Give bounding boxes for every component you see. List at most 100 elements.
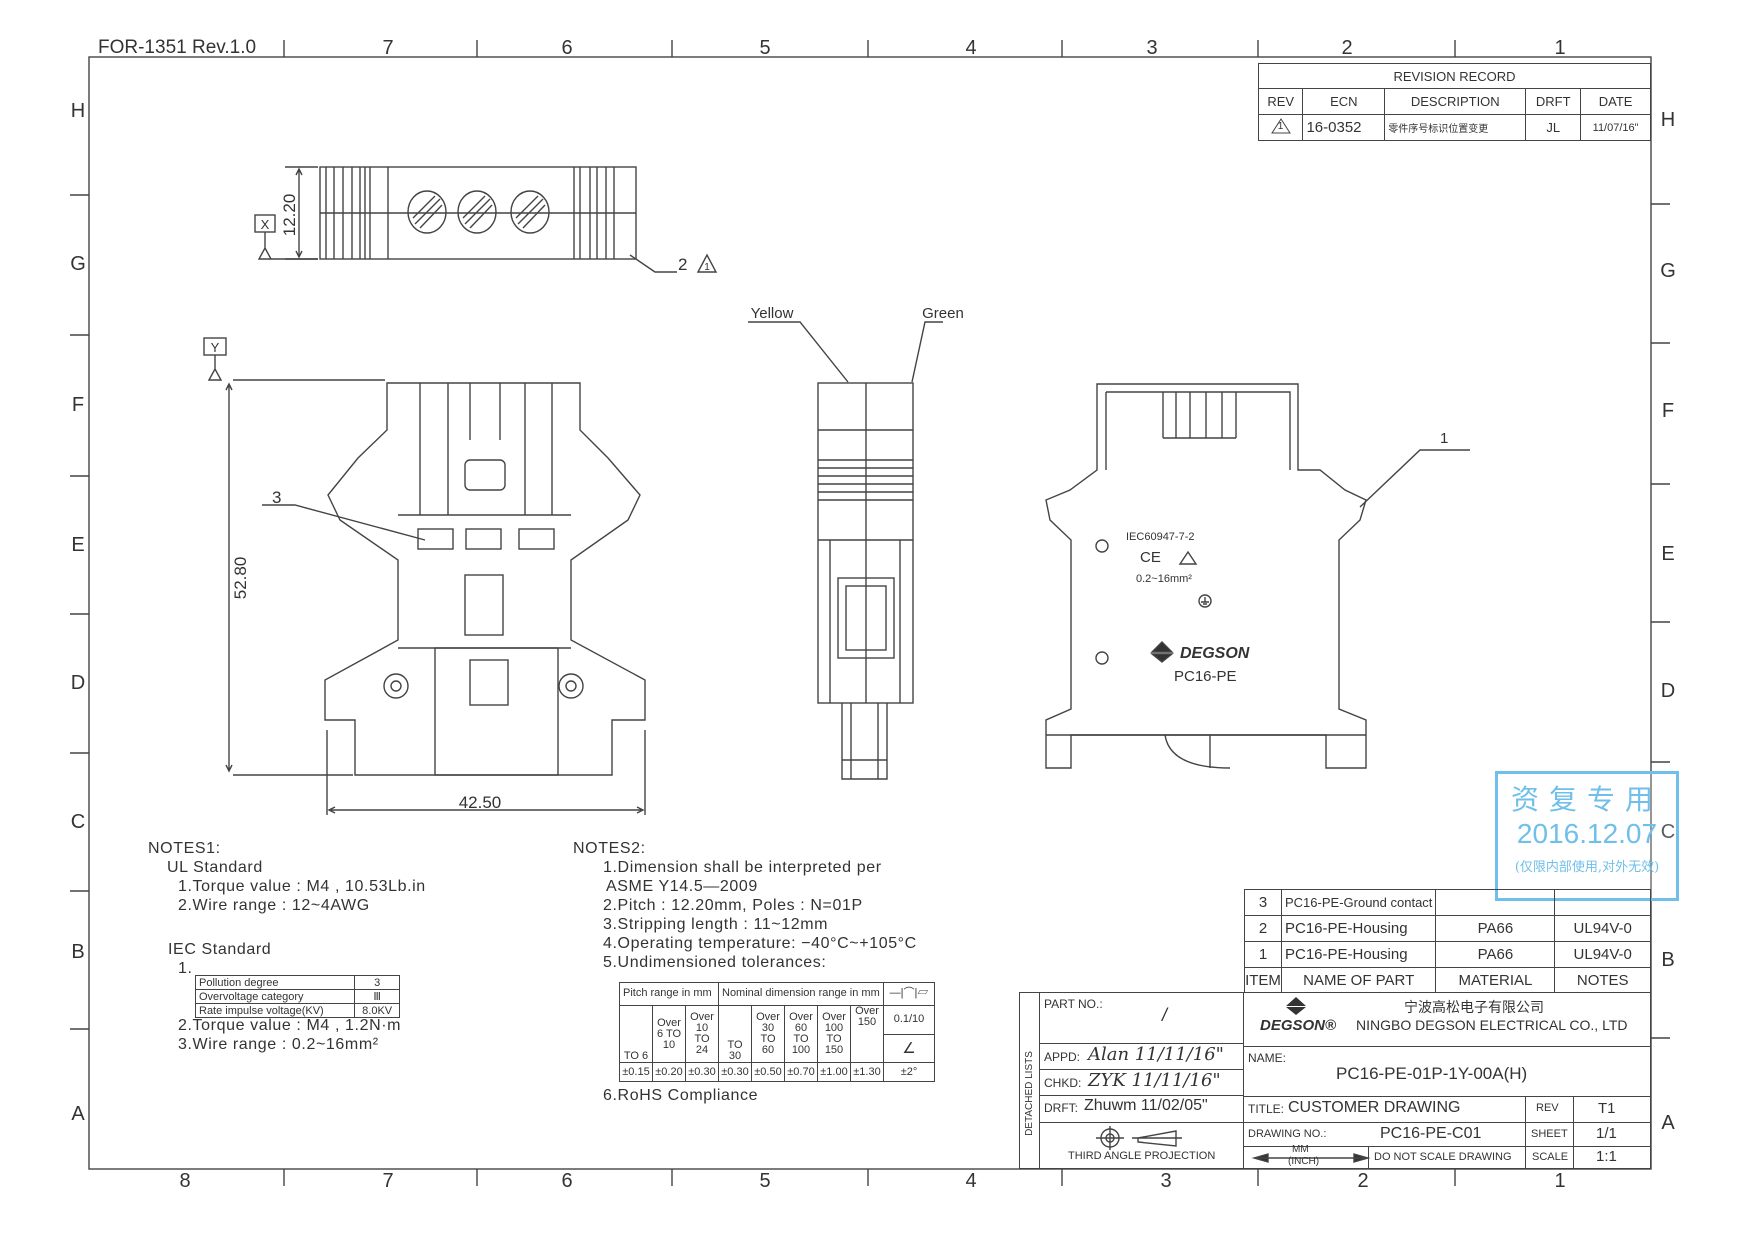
zone-col-bottom: 3 <box>1160 1170 1171 1192</box>
rev-label: REV <box>1536 1102 1559 1114</box>
zone-col-bottom: 2 <box>1357 1170 1368 1192</box>
detached-lists-label: DETACHED LISTS <box>1024 1051 1035 1136</box>
bom-notes <box>1554 889 1651 916</box>
bom-header-material: MATERIAL <box>1435 967 1556 993</box>
straightness-symbol: — <box>889 987 901 1000</box>
tolerance-cell: ±0.20 <box>652 1062 686 1082</box>
chkd-signature: ZYK 11/11/16" <box>1088 1070 1221 1091</box>
ul-note: 1.Torque value : M4 , 10.53Lb.in <box>178 878 426 895</box>
revision-number: 1 <box>1277 121 1284 132</box>
range-cell: Over 150 <box>850 1004 884 1064</box>
wire-label-green: Green <box>922 305 964 322</box>
iec-value: 8.0KV <box>354 1003 400 1018</box>
name-label: NAME: <box>1248 1051 1287 1065</box>
range-cell: Over 100 TO 150 <box>817 1004 851 1064</box>
bom-notes: UL94V-0 <box>1554 941 1651 968</box>
tolerance-cell: ±0.50 <box>751 1062 785 1082</box>
drawing-no-value: PC16-PE-C01 <box>1380 1125 1482 1142</box>
ul-note: 2.Wire range : 12~4AWG <box>178 897 370 914</box>
sheet-label: SHEET <box>1531 1128 1568 1140</box>
rev-header: REV <box>1257 88 1304 115</box>
zone-col-top: 1 <box>1554 37 1565 59</box>
angle-tolerance: ±2° <box>883 1062 935 1082</box>
appd-signature: Alan 11/11/16" <box>1088 1044 1224 1065</box>
dim-42-50: 42.50 <box>459 793 502 812</box>
sheet-value: 1/1 <box>1596 1125 1617 1142</box>
ul-standard-heading: UL Standard <box>167 859 263 876</box>
bom-name: PC16-PE-Ground contact <box>1280 889 1437 916</box>
callout-1: 1 <box>1440 430 1448 447</box>
range-cell: Over 60 TO 100 <box>784 1004 818 1064</box>
revision-row: 1 16-0352 零件序号标识位置变更 JL 11/07/16" <box>1257 114 1651 141</box>
zone-row-left: G <box>70 253 86 275</box>
zone-row-right: C <box>1661 821 1675 843</box>
iec-param: Rate impulse voltage(KV) <box>194 1003 356 1018</box>
zone-row-left: H <box>71 100 85 122</box>
note2-item: 2.Pitch : 12.20mm, Poles : N=01P <box>603 897 863 914</box>
scale-label: SCALE <box>1532 1151 1569 1163</box>
angle-symbol: ∠ <box>883 1033 935 1064</box>
iec-param: Overvoltage category <box>194 989 356 1004</box>
stamp-line3: (仅限内部使用,对外无效) <box>1514 860 1660 875</box>
range-cell: Over 6 TO 10 <box>652 1004 686 1064</box>
scale-value: 1:1 <box>1596 1148 1617 1165</box>
drft-header: DRFT <box>1525 88 1582 115</box>
marking-range: 0.2~16mm² <box>1136 573 1192 585</box>
tolerance-cell: ±0.30 <box>685 1062 719 1082</box>
right-view: IEC60947-7-2 CE 0.2~16mm² DEGSON PC16-PE… <box>1045 383 1470 769</box>
range-cell: Over 10 TO 24 <box>685 1004 719 1064</box>
zone-row-right: B <box>1661 949 1674 971</box>
iec-param: Pollution degree <box>194 975 356 990</box>
tolerance-cell: ±1.00 <box>817 1062 851 1082</box>
zone-row-left: A <box>71 1103 85 1125</box>
model-marking: PC16-PE <box>1174 668 1237 685</box>
geometric-symbols: —|⌒|▱ <box>883 982 935 1006</box>
zone-row-right: H <box>1661 109 1675 131</box>
revision-triangle: 1 <box>1257 114 1304 141</box>
iec-note: 3.Wire range : 0.2~16mm² <box>178 1036 379 1053</box>
title-value: CUSTOMER DRAWING <box>1288 1099 1461 1116</box>
revision-record-table: REVISION RECORD REV ECN DESCRIPTION DRFT… <box>1257 63 1651 141</box>
unit-inch: (INCH) <box>1288 1156 1320 1167</box>
form-id: FOR-1351 Rev.1.0 <box>98 37 256 58</box>
company-name-cn: 宁波高松电子有限公司 <box>1404 999 1544 1015</box>
zone-col-top: 2 <box>1341 37 1352 59</box>
zone-col-bottom: 4 <box>965 1170 976 1192</box>
third-angle-projection-icon <box>1096 1126 1182 1150</box>
tolerance-cell: ±1.30 <box>850 1062 884 1082</box>
drawing-no-label: DRAWING NO.: <box>1248 1128 1327 1140</box>
bom-material <box>1435 889 1556 916</box>
date-header: DATE <box>1580 88 1651 115</box>
datum-y-label: Y <box>211 340 220 355</box>
unit-arrow-icon <box>1251 1153 1371 1163</box>
company-name-en: NINGBO DEGSON ELECTRICAL CO., LTD <box>1356 1017 1628 1033</box>
bom-notes: UL94V-0 <box>1554 915 1651 942</box>
bom-material: PA66 <box>1435 941 1556 968</box>
revision-triangle-number: 1 <box>704 262 710 273</box>
datum-x-label: X <box>261 217 270 232</box>
range-cell: Over 30 TO 60 <box>751 1004 785 1064</box>
profile-symbol: ⌒ <box>903 987 915 1000</box>
bom-material: PA66 <box>1435 915 1556 942</box>
degson-logo-icon <box>1150 641 1174 663</box>
note2-item: ASME Y14.5—2009 <box>606 878 758 895</box>
zone-row-right: G <box>1660 260 1676 282</box>
part-no-value: / <box>1162 1005 1168 1025</box>
bom-name: PC16-PE-Housing <box>1280 941 1437 968</box>
title-block-main: DEGSON® 宁波高松电子有限公司 NINGBO DEGSON ELECTRI… <box>1244 992 1651 1169</box>
zone-row-left: C <box>71 811 85 833</box>
zone-col-top: 5 <box>759 37 770 59</box>
marking-standard: IEC60947-7-2 <box>1126 531 1195 543</box>
note2-rohs: 6.RoHS Compliance <box>603 1087 759 1104</box>
note2-item: 4.Operating temperature: −40°C~+105°C <box>603 935 917 952</box>
notes1-title: NOTES1: <box>148 840 221 857</box>
drft-value: Zhuwm 11/02/05" <box>1084 1097 1208 1114</box>
description-value: 零件序号标识位置变更 <box>1384 114 1527 141</box>
zone-row-right: A <box>1661 1112 1675 1134</box>
